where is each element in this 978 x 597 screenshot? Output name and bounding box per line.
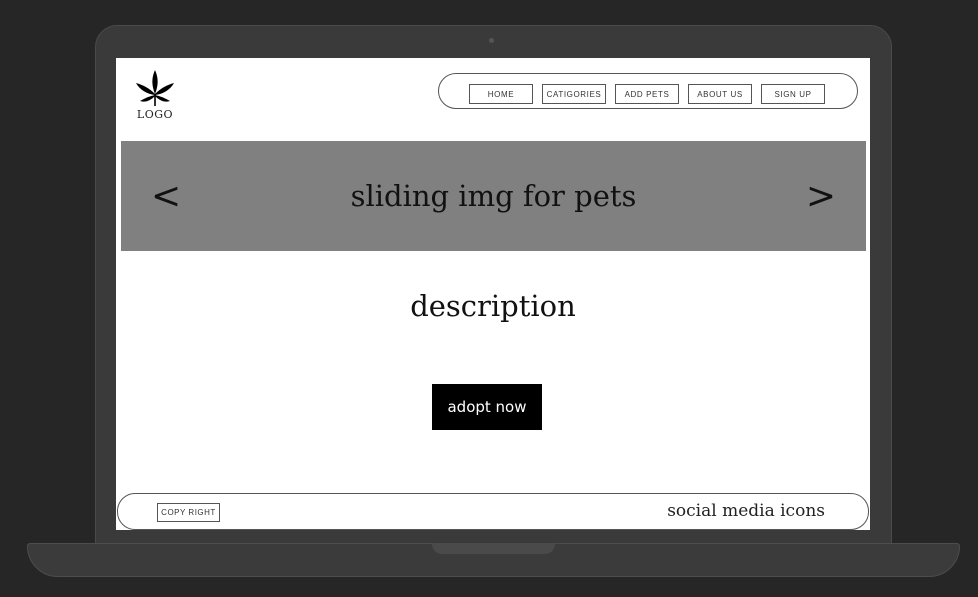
laptop-notch xyxy=(432,543,555,554)
hero-title: sliding img for pets xyxy=(350,179,637,213)
footer: COPY RIGHT social media icons xyxy=(117,493,869,530)
nav-item-add-pets[interactable]: ADD PETS xyxy=(615,84,679,104)
nav-item-categories[interactable]: CATIGORIES xyxy=(542,84,606,104)
nav-item-home[interactable]: HOME xyxy=(469,84,533,104)
logo-text: LOGO xyxy=(136,108,174,121)
slider-prev-button[interactable]: < xyxy=(151,176,182,217)
nav-item-about-us[interactable]: ABOUT US xyxy=(688,84,752,104)
adopt-now-button[interactable]: adopt now xyxy=(432,384,542,430)
hero-slider: < sliding img for pets > xyxy=(121,141,866,251)
social-media-icons[interactable]: social media icons xyxy=(667,501,825,521)
logo[interactable]: LOGO xyxy=(132,68,178,121)
leaf-icon xyxy=(136,70,174,106)
website-mockup: LOGO HOME CATIGORIES ADD PETS ABOUT US S… xyxy=(116,58,870,530)
copyright-box: COPY RIGHT xyxy=(157,503,220,522)
nav-item-sign-up[interactable]: SIGN UP xyxy=(761,84,825,104)
nav-bar: HOME CATIGORIES ADD PETS ABOUT US SIGN U… xyxy=(438,73,858,109)
camera-dot xyxy=(489,38,494,43)
slider-next-button[interactable]: > xyxy=(805,176,836,217)
description-text: description xyxy=(410,289,576,323)
